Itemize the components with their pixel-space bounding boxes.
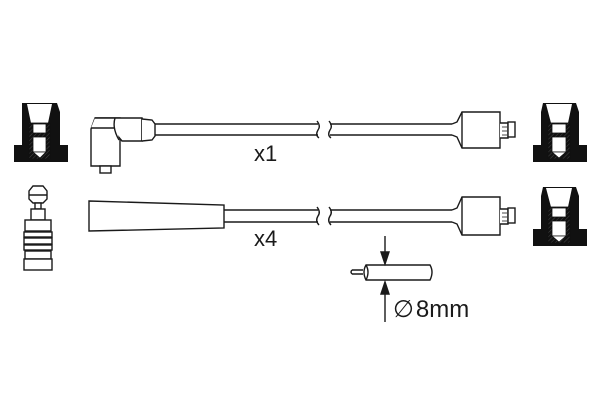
diameter-value: 8mm bbox=[415, 296, 470, 323]
straight-boot-connector-icon bbox=[88, 200, 225, 232]
straight-boot-terminal-row-1-icon bbox=[451, 111, 516, 149]
straight-boot-terminal-row-2-icon bbox=[451, 196, 516, 236]
cable-row-2-icon bbox=[224, 206, 452, 226]
angled-boot-connector-icon bbox=[90, 117, 156, 174]
cap-connector-top-right-icon bbox=[533, 103, 587, 162]
cable-row-1-icon bbox=[155, 120, 452, 139]
cap-connector-bottom-right-icon bbox=[533, 187, 587, 246]
quantity-label-row-1: x1 bbox=[254, 141, 278, 166]
diameter-label: ∅8mm bbox=[393, 298, 469, 322]
terminal-pin-bottom-left-icon bbox=[23, 185, 53, 271]
diameter-symbol-icon: ∅ bbox=[393, 296, 414, 323]
cap-connector-top-left-icon bbox=[14, 103, 68, 162]
cable-diameter-detail-icon bbox=[350, 236, 433, 322]
quantity-label-row-2: x4 bbox=[254, 226, 278, 251]
